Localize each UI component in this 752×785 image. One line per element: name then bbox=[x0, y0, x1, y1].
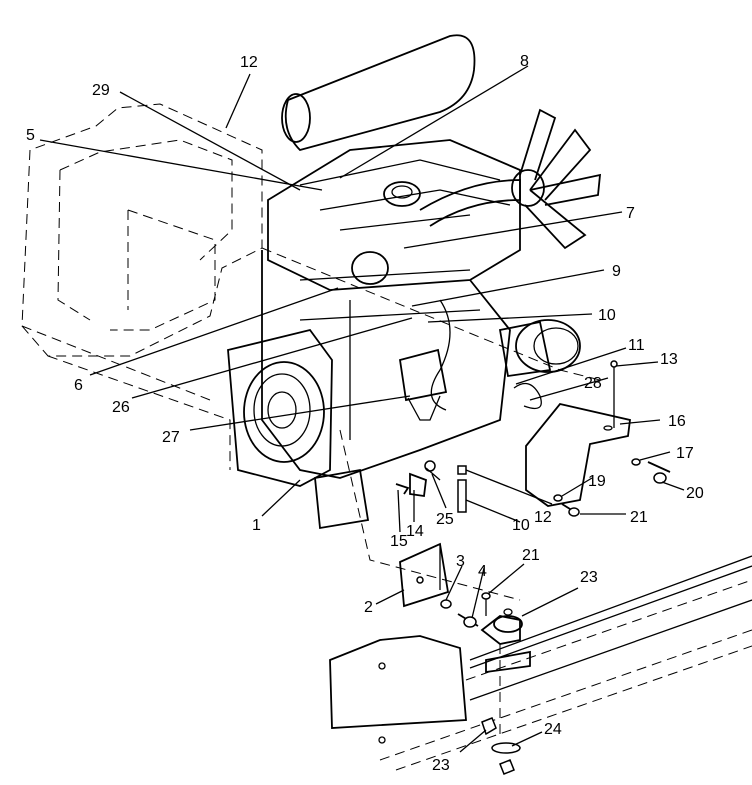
engine-assembly bbox=[227, 34, 602, 530]
fan-blades bbox=[511, 108, 602, 250]
callout-20: 21 bbox=[630, 509, 648, 526]
callout-18: 20 bbox=[686, 485, 704, 502]
callout-22: 23 bbox=[580, 569, 598, 586]
callout-27: 27 bbox=[162, 429, 180, 446]
callout-24: 24 bbox=[544, 721, 562, 738]
callout-5: 5 bbox=[26, 127, 35, 144]
callout-12-mid: 12 bbox=[534, 509, 552, 526]
callout-8: 8 bbox=[520, 53, 529, 70]
callout-17: 17 bbox=[676, 445, 694, 462]
callout-23: 23 bbox=[432, 757, 450, 774]
callout-25: 25 bbox=[436, 511, 454, 528]
callout-29: 29 bbox=[92, 82, 110, 99]
callout-10-mid: 10 bbox=[512, 517, 530, 534]
callout-12-top: 12 bbox=[240, 54, 258, 71]
leader-lines bbox=[39, 65, 685, 753]
right-mount-bracket bbox=[525, 360, 631, 507]
callout-4: 4 bbox=[478, 563, 487, 580]
callout-21: 21 bbox=[522, 547, 540, 564]
callout-11: 11 bbox=[628, 337, 645, 354]
isolator-mount bbox=[480, 592, 523, 740]
callout-13: 13 bbox=[660, 351, 678, 368]
callout-6: 6 bbox=[74, 377, 83, 394]
callout-1: 1 bbox=[252, 517, 261, 534]
callout-26: 26 bbox=[112, 399, 130, 416]
callout-16: 16 bbox=[668, 413, 686, 430]
callout-7: 7 bbox=[626, 205, 635, 222]
callout-15: 15 bbox=[390, 533, 408, 550]
callout-28: 28 bbox=[584, 375, 602, 392]
callout-3: 3 bbox=[456, 553, 465, 570]
callout-labels: 12 29 8 5 7 9 10 6 11 13 28 26 16 27 17 … bbox=[26, 53, 704, 774]
callout-19: 19 bbox=[588, 473, 606, 490]
bottom-nut-washer bbox=[481, 717, 521, 775]
fasteners bbox=[395, 458, 671, 517]
callout-9: 9 bbox=[612, 263, 621, 280]
base-frame bbox=[329, 555, 752, 771]
callout-2: 2 bbox=[364, 599, 373, 616]
callout-10-top: 10 bbox=[598, 307, 616, 324]
callout-14: 14 bbox=[406, 523, 424, 540]
